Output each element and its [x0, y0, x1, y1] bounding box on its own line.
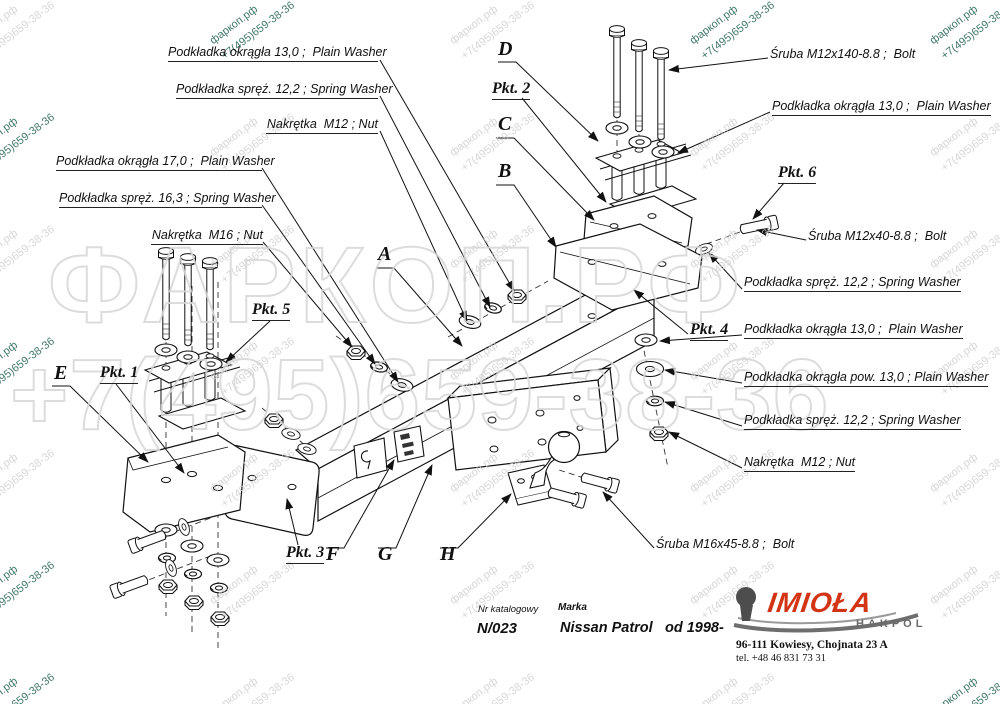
label-nut-m12-right: Nakrętka M12 ; Nut	[744, 455, 856, 472]
towball-logo-icon	[733, 587, 919, 633]
callout-letter-g: G	[378, 543, 393, 565]
label-spring-washer-12-right1: Podkładka spręż. 12,2 ; Spring Washer	[744, 275, 961, 292]
callout-letter-e: E	[54, 362, 68, 384]
label-spring-washer-12-left: Podkładka spręż. 12,2 ; Spring Washer	[176, 82, 393, 99]
callout-pkt-4: Pkt. 4	[690, 321, 729, 341]
leader-lines	[52, 57, 807, 549]
logo-phone: tel. +48 46 831 73 31	[736, 653, 826, 664]
callout-pkt-6: Pkt. 6	[778, 164, 817, 184]
tow-ball	[507, 430, 621, 510]
callout-letter-h: H	[440, 543, 456, 565]
callout-pkt-5: Pkt. 5	[252, 301, 291, 321]
right-bolt-assembly	[595, 25, 697, 218]
callout-pkt-3: Pkt. 3	[286, 544, 325, 564]
callout-letter-d: D	[498, 38, 513, 60]
logo-address: 96-111 Kowiesy, Chojnata 23 A	[736, 639, 888, 651]
catalog-number-label: Nr katalogowy	[478, 604, 539, 615]
left-mounting-bracket	[122, 434, 246, 533]
callout-pkt-2: Pkt. 2	[492, 80, 531, 100]
label-spring-washer-16-left: Podkładka spręż. 16,3 ; Spring Washer	[59, 191, 276, 208]
label-nut-m12-left: Nakrętka M12 ; Nut	[266, 117, 378, 134]
label-plain-washer-13-right2: Podkładka okrągła 13,0 ; Plain Washer	[744, 322, 963, 339]
label-plain-washer-13-left: Podkładka okrągła 13,0 ; Plain Washer	[168, 45, 387, 62]
callout-letter-f: F	[326, 543, 340, 565]
label-plain-washer-13-right1: Podkładka okrągła 13,0 ; Plain Washer	[772, 99, 991, 116]
label-nut-m16-left: Nakrętka M16 ; Nut	[151, 228, 263, 245]
model-year-value: od 1998-	[665, 620, 724, 636]
left-hardware-stacks	[108, 516, 230, 627]
catalog-number-value: N/023	[477, 620, 518, 637]
manufacturer-logo: IMIOŁA HAKPOL 96-111 Kowiesy, Chojnata 2…	[728, 585, 1000, 700]
brand-label: Marka	[558, 602, 587, 613]
callout-letter-c: C	[498, 113, 512, 135]
logo-subname: HAKPOL	[856, 618, 927, 630]
logo-name: IMIOŁA	[765, 587, 875, 618]
callout-pkt-1: Pkt. 1	[100, 364, 139, 384]
right-mounting-bracket	[553, 195, 780, 311]
label-bolt-m12x40: Śruba M12x40-8.8 ; Bolt	[808, 229, 947, 243]
label-plain-washer-pow-13: Podkładka okrągła pow. 13,0 ; Plain Wash…	[744, 370, 989, 387]
callout-letter-a: A	[378, 243, 392, 265]
callout-letter-b: B	[498, 160, 512, 182]
brand-value: Nissan Patrol	[560, 620, 653, 636]
left-bolt-assembly	[144, 247, 246, 430]
right-hardware-stack	[634, 333, 669, 442]
label-bolt-m16x45: Śruba M16x45-8.8 ; Bolt	[656, 537, 795, 551]
label-plain-washer-17-left: Podkładka okrągła 17,0 ; Plain Washer	[56, 154, 275, 171]
label-spring-washer-12-right2: Podkładka spręż. 12,2 ; Spring Washer	[744, 413, 961, 430]
label-bolt-m12x140: Śruba M12x140-8.8 ; Bolt	[770, 47, 916, 61]
